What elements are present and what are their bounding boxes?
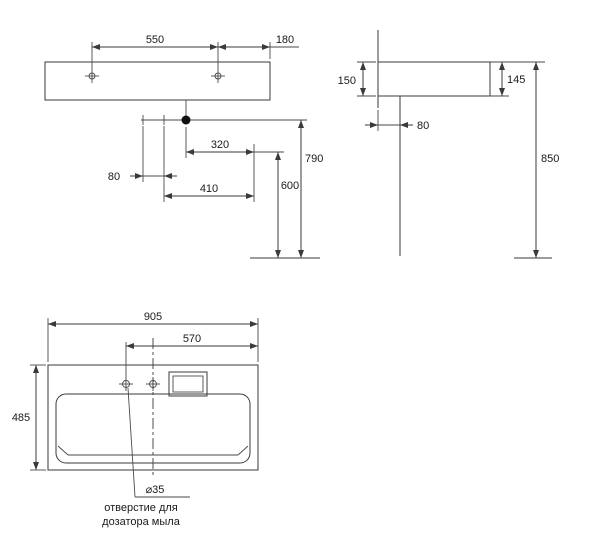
dim-485: 485 <box>12 364 46 471</box>
dim-150: 150 <box>338 61 376 97</box>
dim-550: 550 <box>91 34 219 69</box>
dim-80-front: 80 <box>108 126 177 202</box>
soap-dispenser-hole-icon <box>119 377 133 391</box>
dim-790: 790 <box>298 120 323 258</box>
dim-850: 850 <box>490 61 559 259</box>
dim-905: 905 <box>47 311 259 362</box>
overflow-slot-outer <box>168 371 208 397</box>
hole-diameter-label: ⌀35 <box>146 484 165 496</box>
leader-line <box>127 387 136 498</box>
note-line-1: отверстие для <box>104 502 178 514</box>
dim-label-905: 905 <box>144 311 162 323</box>
tap-hole-right-icon <box>211 69 225 83</box>
dim-label-410: 410 <box>200 183 218 195</box>
dim-600: 600 <box>254 151 300 258</box>
front-view <box>44 61 307 125</box>
dim-label-80-side: 80 <box>417 120 429 132</box>
dim-410: 410 <box>164 183 254 199</box>
dim-label-570: 570 <box>183 333 201 345</box>
drain-marker-icon <box>181 115 191 125</box>
soap-hole-callout: ⌀35 отверстие для дозатора мыла <box>102 387 190 528</box>
dim-label-790: 790 <box>305 153 323 165</box>
dim-80-side: 80 <box>365 110 429 132</box>
dim-label-600: 600 <box>281 180 299 192</box>
dim-label-850: 850 <box>541 153 559 165</box>
dim-320: 320 <box>185 127 255 202</box>
dim-label-150: 150 <box>338 75 356 87</box>
overflow-slot-inner <box>172 375 204 393</box>
note-line-2: дозатора мыла <box>102 516 181 528</box>
dim-180: 180 <box>218 34 299 59</box>
dim-145: 145 <box>490 62 525 97</box>
dim-label-145: 145 <box>507 74 525 86</box>
dim-label-180: 180 <box>276 34 294 46</box>
bowl-bottom-corner <box>237 445 249 456</box>
dim-label-80: 80 <box>108 171 120 183</box>
dim-label-320: 320 <box>211 139 229 151</box>
label-backing <box>280 179 300 192</box>
side-view <box>377 30 491 256</box>
dim-label-485: 485 <box>12 412 30 424</box>
dim-570: 570 <box>125 333 258 377</box>
bowl-bottom-corner <box>57 445 69 456</box>
plan-view <box>47 338 259 478</box>
dim-label-550: 550 <box>146 34 164 46</box>
basin-front-outline <box>44 61 271 101</box>
basin-side-outline <box>377 61 491 97</box>
tap-hole-left-icon <box>85 69 99 83</box>
